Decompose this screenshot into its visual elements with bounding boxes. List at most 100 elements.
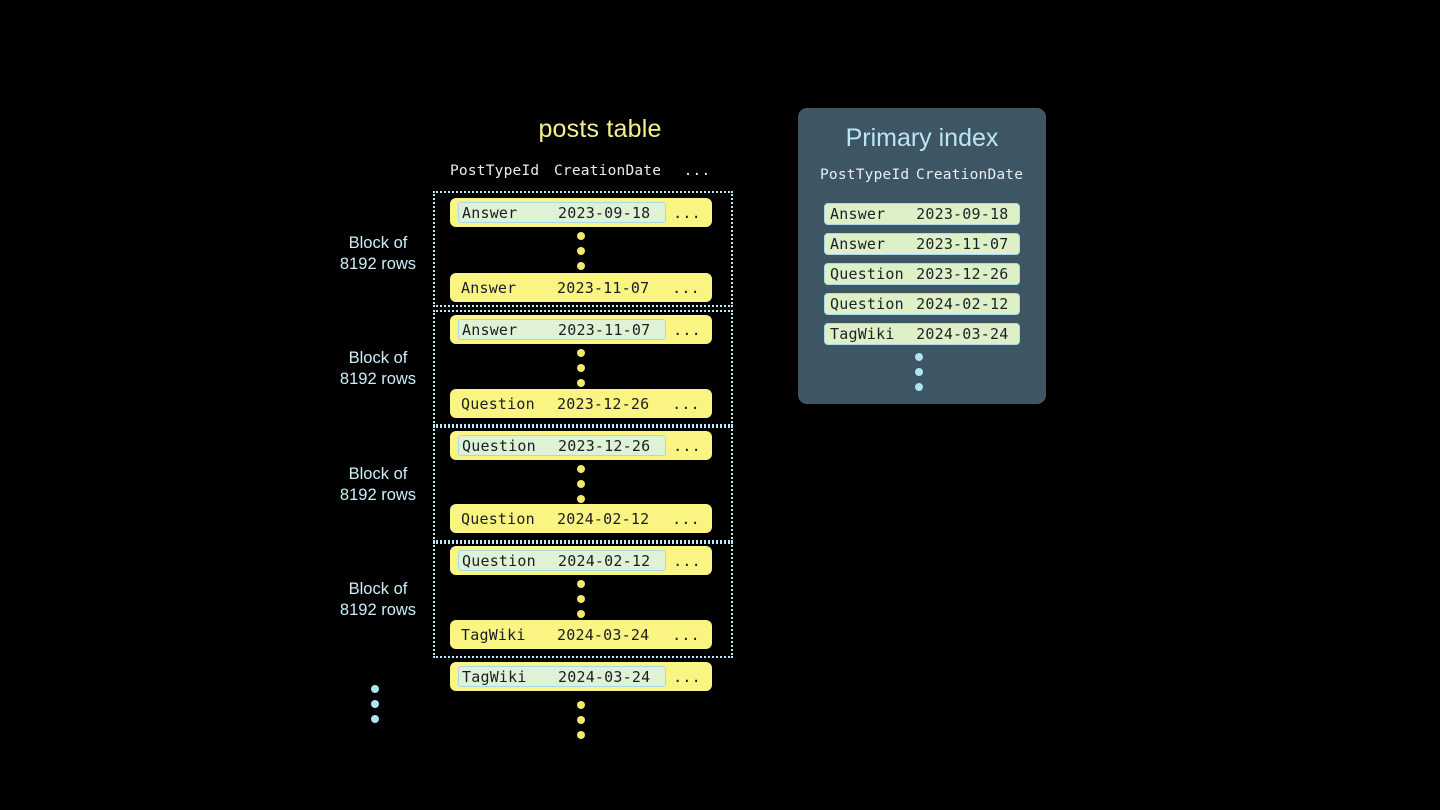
cell-posttypeid: Answer	[462, 320, 518, 339]
cell-ellipsis: ...	[673, 667, 701, 686]
cell-creationdate: 2023-11-07	[558, 320, 651, 339]
table-row[interactable]: TagWiki 2024-03-24 ...	[450, 662, 712, 691]
cell-creationdate: 2024-02-12	[916, 295, 1009, 313]
cell-posttypeid: Question	[462, 436, 536, 455]
dot	[577, 480, 585, 488]
block-frame	[433, 426, 733, 542]
block-frame	[433, 191, 733, 307]
posts-table-column-headers: PostTypeId CreationDate ...	[450, 163, 722, 179]
table-row[interactable]: Question 2024-02-12 ...	[450, 546, 712, 575]
cell-ellipsis: ...	[672, 278, 700, 297]
cell-posttypeid: Question	[830, 295, 904, 313]
cell-posttypeid: Answer	[461, 278, 517, 297]
table-row[interactable]: Answer 2023-09-18 ...	[450, 198, 712, 227]
block-label: Block of 8192 rows	[298, 233, 458, 275]
posts-table-title: posts table	[538, 115, 662, 143]
cell-posttypeid: Question	[830, 265, 904, 283]
cell-ellipsis: ...	[673, 436, 701, 455]
index-row[interactable]: Question 2023-12-26	[824, 263, 1020, 285]
cell-posttypeid: Question	[461, 394, 535, 413]
dot	[577, 364, 585, 372]
cell-posttypeid: TagWiki	[461, 625, 526, 644]
cell-creationdate: 2023-12-26	[558, 436, 651, 455]
dot	[577, 465, 585, 473]
primary-index-title: Primary index	[845, 124, 999, 152]
row-continuation-dots	[577, 580, 585, 618]
block-label: Block of 8192 rows	[298, 579, 458, 621]
block-label-line2: 8192 rows	[339, 370, 417, 388]
row-continuation-dots	[577, 349, 585, 387]
cell-posttypeid: TagWiki	[462, 667, 527, 686]
cell-creationdate: 2023-11-07	[916, 235, 1009, 253]
cell-ellipsis: ...	[673, 203, 701, 222]
block-label: Block of 8192 rows	[298, 348, 458, 390]
dot	[577, 495, 585, 503]
primary-index-panel: Primary index PostTypeId CreationDate An…	[798, 108, 1046, 404]
dot	[577, 595, 585, 603]
cell-creationdate: 2023-11-07	[557, 278, 650, 297]
column-header-creationdate: CreationDate	[916, 167, 1024, 183]
dot	[577, 247, 585, 255]
cell-ellipsis: ...	[672, 625, 700, 644]
cell-posttypeid: Answer	[830, 205, 886, 223]
dot	[577, 731, 585, 739]
column-header-ellipsis: ...	[683, 163, 711, 179]
cell-creationdate: 2024-02-12	[558, 551, 651, 570]
block-label-line1: Block of	[348, 234, 408, 252]
table-row[interactable]: Question 2023-12-26 ...	[450, 431, 712, 460]
blocks-continuation-dots	[371, 685, 379, 723]
dot	[577, 379, 585, 387]
index-row[interactable]: Question 2024-02-12	[824, 293, 1020, 315]
index-row[interactable]: Answer 2023-09-18	[824, 203, 1020, 225]
dot	[577, 580, 585, 588]
cell-ellipsis: ...	[672, 509, 700, 528]
table-row[interactable]: Answer 2023-11-07 ...	[450, 315, 712, 344]
row-continuation-dots	[577, 465, 585, 503]
cell-creationdate: 2023-12-26	[916, 265, 1009, 283]
block-frame	[433, 310, 733, 426]
dot	[915, 353, 923, 361]
block-label-line1: Block of	[348, 580, 408, 598]
cell-creationdate: 2024-03-24	[557, 625, 650, 644]
dot	[371, 685, 379, 693]
dot	[577, 716, 585, 724]
cell-posttypeid: Answer	[830, 235, 886, 253]
cell-ellipsis: ...	[673, 320, 701, 339]
cell-creationdate: 2023-09-18	[916, 205, 1009, 223]
index-row[interactable]: TagWiki 2024-03-24	[824, 323, 1020, 345]
block-label-line1: Block of	[348, 349, 408, 367]
table-row[interactable]: Answer 2023-11-07 ...	[450, 273, 712, 302]
index-row[interactable]: Answer 2023-11-07	[824, 233, 1020, 255]
dot	[577, 232, 585, 240]
cell-posttypeid: Question	[461, 509, 535, 528]
cell-ellipsis: ...	[672, 394, 700, 413]
dot	[915, 383, 923, 391]
cell-posttypeid: Answer	[462, 203, 518, 222]
cell-posttypeid: TagWiki	[830, 325, 895, 343]
column-header-posttypeid: PostTypeId	[820, 167, 910, 183]
dot	[915, 368, 923, 376]
block-label: Block of 8192 rows	[298, 464, 458, 506]
table-row[interactable]: Question 2024-02-12 ...	[450, 504, 712, 533]
cell-creationdate: 2023-09-18	[558, 203, 651, 222]
table-continuation-dots	[577, 701, 585, 739]
block-frame	[433, 542, 733, 658]
primary-index-column-headers: PostTypeId CreationDate	[820, 167, 1024, 183]
cell-creationdate: 2024-03-24	[916, 325, 1009, 343]
table-row[interactable]: Question 2023-12-26 ...	[450, 389, 712, 418]
block-label-line2: 8192 rows	[339, 601, 417, 619]
cell-ellipsis: ...	[673, 551, 701, 570]
cell-creationdate: 2023-12-26	[557, 394, 650, 413]
table-row[interactable]: TagWiki 2024-03-24 ...	[450, 620, 712, 649]
cell-creationdate: 2024-02-12	[557, 509, 650, 528]
index-continuation-dots	[915, 353, 923, 391]
cell-posttypeid: Question	[462, 551, 536, 570]
column-header-creationdate: CreationDate	[554, 163, 662, 179]
dot	[371, 700, 379, 708]
dot	[577, 701, 585, 709]
dot	[577, 349, 585, 357]
block-label-line2: 8192 rows	[339, 255, 417, 273]
block-label-line2: 8192 rows	[339, 486, 417, 504]
column-header-posttypeid: PostTypeId	[450, 163, 540, 179]
